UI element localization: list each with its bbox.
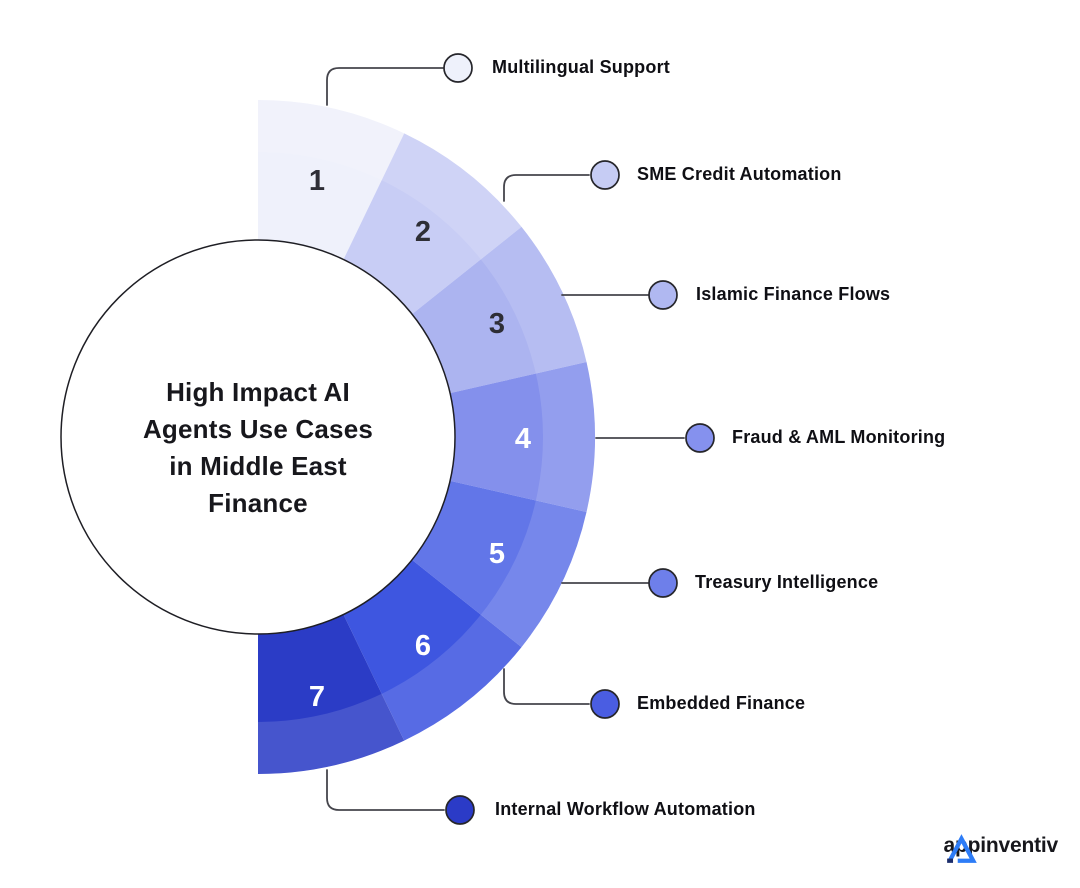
- connector-6: [503, 668, 590, 705]
- chart-title-line-2: Agents Use Cases: [142, 414, 374, 444]
- callout-dot-1: [443, 53, 473, 83]
- chart-title: High Impact AI Agents Use Cases in Middl…: [108, 374, 408, 522]
- segment-number-4: 4: [515, 423, 531, 455]
- callout-label-islamic-finance-flows: Islamic Finance Flows: [696, 284, 891, 305]
- connector-7: [326, 769, 445, 811]
- segment-number-5: 5: [489, 538, 505, 570]
- segment-number-7: 7: [309, 681, 325, 713]
- chart-title-line-1: High Impact AI: [166, 377, 350, 407]
- callout-label-embedded-finance: Embedded Finance: [637, 693, 806, 714]
- center-circle: [60, 239, 456, 635]
- segment-number-6: 6: [415, 630, 431, 662]
- segment-number-3: 3: [489, 308, 505, 340]
- callout-connectors: [326, 67, 685, 811]
- callout-dot-5: [648, 568, 678, 598]
- connector-1: [326, 67, 444, 106]
- segment-number-2: 2: [415, 216, 431, 248]
- callout-dot-4: [685, 423, 715, 453]
- callout-label-fraud-aml-monitoring: Fraud & AML Monitoring: [732, 427, 946, 448]
- callout-label-multilingual-support: Multilingual Support: [492, 57, 670, 78]
- callout-dot-2: [590, 160, 620, 190]
- callout-label-sme-credit-automation: SME Credit Automation: [637, 164, 842, 185]
- logo-text: appinventiv: [943, 834, 1059, 857]
- callout-label-treasury-intelligence: Treasury Intelligence: [695, 572, 879, 593]
- callout-dots: [443, 53, 715, 825]
- callout-dot-7: [445, 795, 475, 825]
- chart-title-line-4: Finance: [208, 488, 308, 518]
- callout-dot-6: [590, 689, 620, 719]
- outer-highlight-band: [258, 100, 595, 774]
- callout-dot-3: [648, 280, 678, 310]
- connector-2: [503, 174, 590, 202]
- segment-numbers: 1 2 3 4 5 6 7: [309, 165, 531, 713]
- appinventiv-logo: appinventiv: [943, 834, 1059, 863]
- callout-label-internal-workflow-automation: Internal Workflow Automation: [495, 799, 756, 820]
- chart-title-line-3: in Middle East: [169, 451, 347, 481]
- appinventiv-a-mark-icon: [946, 834, 977, 863]
- segment-number-1: 1: [309, 165, 325, 197]
